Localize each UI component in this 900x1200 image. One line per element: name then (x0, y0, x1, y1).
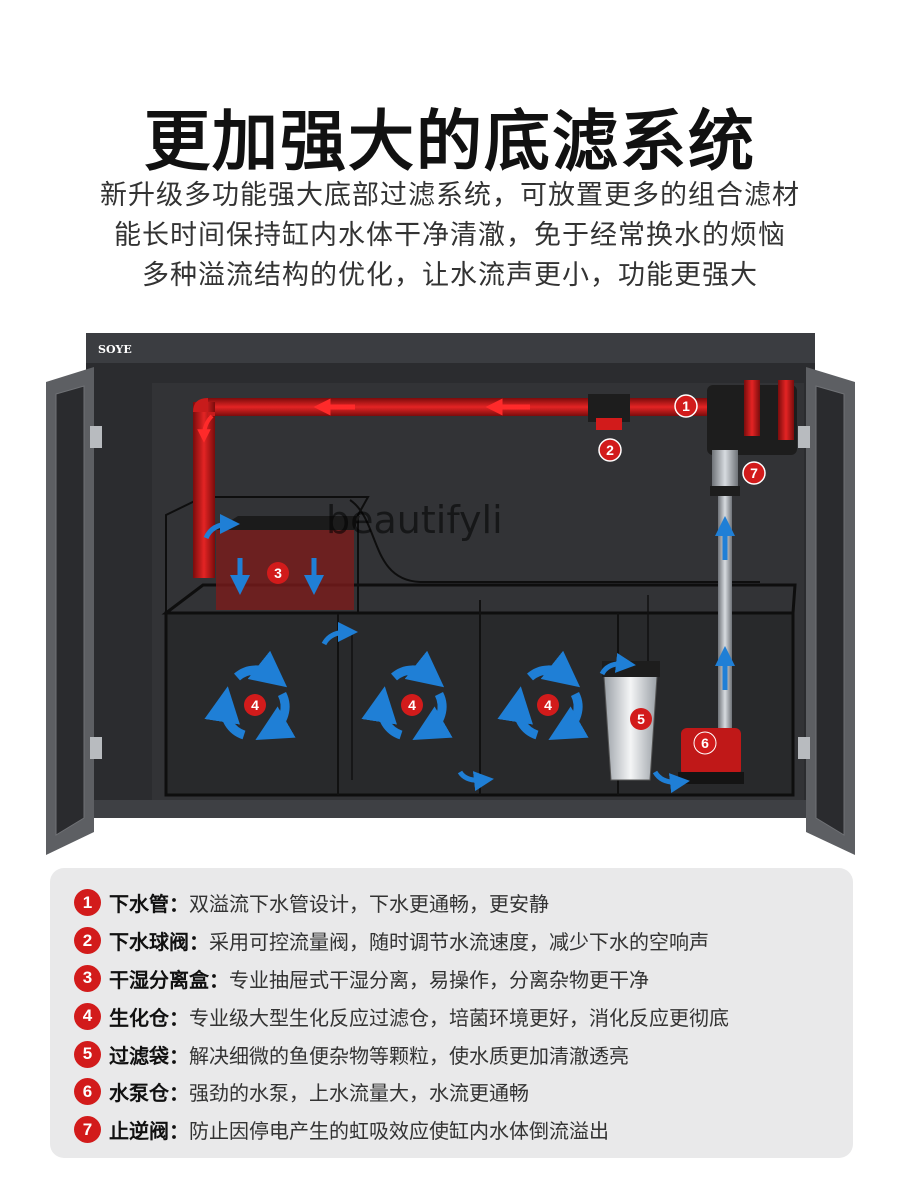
bio-chamber-swirl (497, 650, 589, 740)
hinge-icon (798, 737, 810, 759)
subtitle-block: 新升级多功能强大底部过滤系统，可放置更多的组合滤材 能长时间保持缸内水体干净清澈… (0, 176, 900, 296)
legend-item: 4 生化仓： 专业级大型生化反应过滤仓，培菌环境更好，消化反应更彻底 (74, 997, 853, 1035)
legend-number-badge: 2 (74, 927, 101, 955)
legend-label: 生化仓： (109, 1005, 189, 1030)
marker-4: 4 (401, 694, 423, 716)
legend-description: 专业级大型生化反应过滤仓，培菌环境更好，消化反应更彻底 (189, 1005, 729, 1030)
hinge-icon (90, 737, 102, 759)
subtitle-line-3: 多种溢流结构的优化，让水流声更小，功能更强大 (142, 260, 758, 291)
legend-panel: 1 下水管： 双溢流下水管设计，下水更通畅，更安静 2 下水球阀： 采用可控流量… (50, 868, 853, 1158)
svg-text:5: 5 (637, 711, 645, 727)
legend-number-badge: 6 (74, 1078, 101, 1106)
cabinet-top (86, 333, 815, 363)
legend-number-badge: 7 (74, 1116, 101, 1144)
legend-description: 强劲的水泵，上水流量大，水流更通畅 (189, 1081, 529, 1106)
legend-number-badge: 4 (74, 1002, 101, 1030)
right-door-panel (815, 385, 845, 836)
watermark: beautifyli (326, 498, 503, 542)
left-door-panel (55, 385, 85, 836)
svg-text:4: 4 (544, 697, 552, 713)
flow-arrow-blue (599, 652, 636, 676)
drain-pipe-horizontal (205, 398, 707, 416)
legend-label: 止逆阀： (109, 1119, 189, 1144)
flow-arrow-blue (203, 514, 240, 540)
svg-text:6: 6 (701, 735, 709, 751)
legend-label: 水泵仓： (109, 1081, 189, 1106)
legend-description: 采用可控流量阀，随时调节水流速度，减少下水的空响声 (209, 930, 709, 955)
bio-chamber-swirl (204, 650, 296, 740)
check-valve-cap (710, 486, 740, 496)
marker-3: 3 (267, 562, 289, 584)
legend-item: 2 下水球阀： 采用可控流量阀，随时调节水流速度，减少下水的空响声 (74, 922, 853, 960)
legend-description: 解决细微的鱼便杂物等颗粒，使水质更加清澈透亮 (189, 1043, 629, 1068)
flow-arrow-blue (652, 770, 690, 794)
return-pipe (718, 455, 732, 740)
sump-filter-illustration: SOYE (0, 320, 900, 865)
subtitle-line-2: 能长时间保持缸内水体干净清澈，免于经常换水的烦恼 (114, 220, 786, 251)
cabinet-floor (92, 800, 809, 818)
svg-text:2: 2 (606, 442, 614, 458)
page-title: 更加强大的底滤系统 (144, 103, 756, 180)
svg-text:4: 4 (408, 697, 416, 713)
svg-text:7: 7 (750, 465, 758, 481)
legend-item: 6 水泵仓： 强劲的水泵，上水流量大，水流更通畅 (74, 1073, 853, 1111)
legend-description: 双溢流下水管设计，下水更通畅，更安静 (189, 892, 549, 917)
marker-5: 5 (630, 708, 652, 730)
valve-handle (596, 418, 622, 430)
hose (349, 499, 760, 583)
legend-description: 专业抽屉式干湿分离，易操作，分离杂物更干净 (229, 967, 649, 992)
legend-label: 过滤袋： (109, 1043, 189, 1068)
legend-label: 干湿分离盒： (109, 967, 229, 992)
legend-item: 7 止逆阀： 防止因停电产生的虹吸效应使缸内水体倒流溢出 (74, 1111, 853, 1149)
pump-base (678, 772, 744, 784)
legend-number-badge: 3 (74, 964, 101, 992)
filter-bag[interactable] (603, 675, 658, 781)
marker-4: 4 (537, 694, 559, 716)
legend-number-badge: 1 (74, 889, 101, 917)
marker-1: 1 (674, 394, 698, 418)
pipe-elbow (193, 398, 215, 416)
legend-item: 3 干湿分离盒： 专业抽屉式干湿分离，易操作，分离杂物更干净 (74, 960, 853, 998)
brand-logo: SOYE (98, 343, 132, 356)
hinge-icon (90, 426, 102, 448)
legend-item: 5 过滤袋： 解决细微的鱼便杂物等颗粒，使水质更加清澈透亮 (74, 1035, 853, 1073)
svg-text:3: 3 (274, 565, 282, 581)
dry-wet-box-lid (216, 516, 360, 530)
hinge-icon (798, 426, 810, 448)
sump-tank-top (161, 583, 797, 615)
marker-7: 7 (742, 461, 766, 485)
svg-text:4: 4 (251, 697, 259, 713)
flow-arrow-blue (321, 622, 358, 646)
inlet-pipe-red (778, 380, 794, 440)
marker-4: 4 (244, 694, 266, 716)
legend-number-badge: 5 (74, 1040, 101, 1068)
legend-label: 下水球阀： (109, 930, 209, 955)
marker-2: 2 (598, 438, 622, 462)
flow-arrow-blue (457, 770, 494, 792)
bio-chamber-swirl (361, 650, 453, 740)
legend-label: 下水管： (109, 892, 189, 917)
cabinet-diagram: SOYE (46, 333, 855, 855)
check-valve[interactable] (712, 450, 738, 490)
legend-description: 防止因停电产生的虹吸效应使缸内水体倒流溢出 (189, 1119, 609, 1144)
drain-ball-valve[interactable] (588, 394, 630, 422)
legend-item: 1 下水管： 双溢流下水管设计，下水更通畅，更安静 (74, 884, 853, 922)
svg-text:1: 1 (682, 398, 690, 414)
flow-arrow-red (197, 414, 214, 443)
inlet-pipe-red (744, 380, 760, 436)
subtitle-line-1: 新升级多功能强大底部过滤系统，可放置更多的组合滤材 (100, 180, 800, 211)
marker-6: 6 (693, 731, 717, 755)
